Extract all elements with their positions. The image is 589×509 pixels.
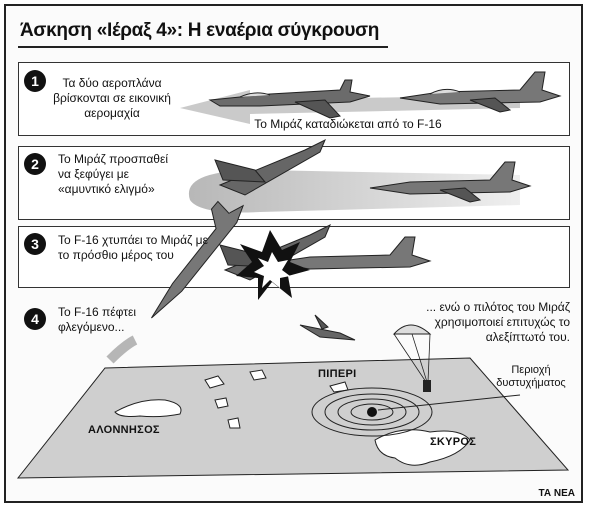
step-2-number: 2 [24,153,46,175]
step-1-caption: Το Μιράζ καταδιώκεται από το F-16 [254,117,442,131]
motion-sweep-2 [188,170,520,213]
skyros-island [374,429,471,466]
island-label-skyros: ΣΚΥΡΟΣ [430,436,477,448]
pilot-figure [423,380,431,392]
step-4-number: 4 [24,308,46,330]
step-4-right-text: ... ενώ ο πιλότος του Μιράζ χρησιμοποιεί… [426,300,570,344]
collision-burst-core [254,252,290,288]
mirage-jet-step2 [214,138,326,196]
step-4-text: Το F-16 πέφτει φλεγόμενο... [58,305,137,334]
smoke-trail [106,335,138,364]
crash-site-marker [367,407,377,417]
f16-jet-step2 [369,161,532,203]
islet-4 [227,417,241,429]
f16-jet-step3 [269,236,432,270]
island-label-alonnisos: ΑΛΟΝΝΗΣΟΣ [88,424,160,436]
f16-falling [151,200,245,319]
parachute-canopy [392,324,432,335]
step-3-panel [18,226,570,288]
title-rule [18,46,388,48]
alonnisos-island [114,399,182,418]
step-1-number: 1 [24,70,46,92]
infographic-title: Άσκηση «Ιέραξ 4»: Η εναέρια σύγκρουση [20,20,380,41]
step-3-text: Το F-16 χτυπάει το Μιράζ με το πρόσθιο μ… [58,233,208,262]
island-label-piperi: ΠΙΠΕΡΙ [318,368,357,380]
step-2-text: Το Μιράζ προσπαθεί να ξεφύγει με «αμυντι… [58,152,168,196]
credit-label: ΤΑ ΝΕΑ [538,488,575,499]
parachute-lines [393,333,431,383]
crash-area-label: Περιοχή δυστυχήματος [496,364,566,389]
islet-1 [204,375,225,389]
crash-site-rings [311,387,433,437]
step-1-text: Τα δύο αεροπλάνα βρίσκονται σε εικονική … [53,76,171,120]
mirage-jet-step1 [208,79,371,119]
map-surface [16,357,570,479]
crash-area-leader [377,394,521,411]
mirage-debris [299,314,356,341]
islet-2 [249,369,267,381]
step-3-number: 3 [24,233,46,255]
f16-jet-step1 [399,71,562,113]
islet-3 [214,397,229,409]
